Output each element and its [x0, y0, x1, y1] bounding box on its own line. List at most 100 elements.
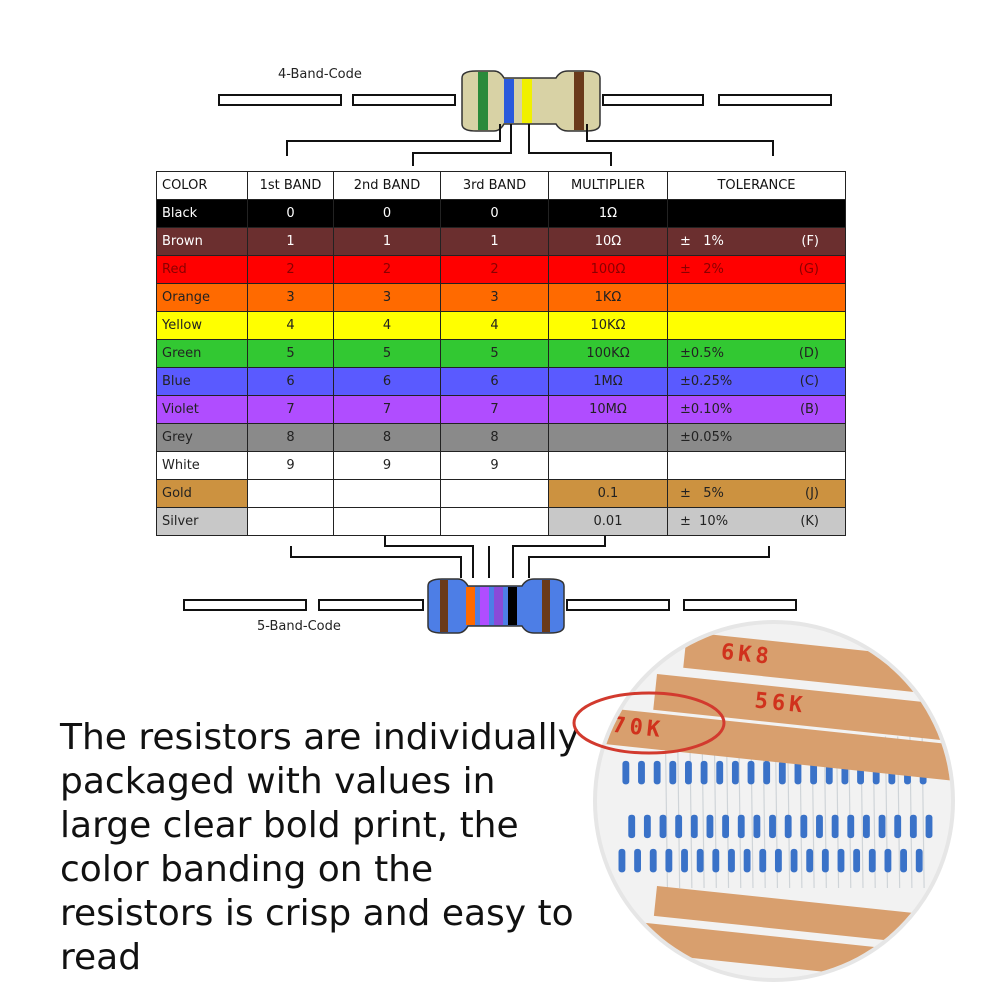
- bracket-2-vr: [510, 124, 512, 154]
- header-2nd-band: 2nd BAND: [333, 171, 441, 200]
- cell-2nd-band: 0: [333, 199, 441, 228]
- tolerance-code: (J): [805, 486, 819, 501]
- cell-1st-band: [247, 507, 334, 536]
- band-yellow: [522, 79, 532, 123]
- cell-multiplier: 0.1: [548, 479, 668, 508]
- bracket-9-vr: [768, 546, 770, 558]
- cell-2nd-band: 8: [333, 423, 441, 452]
- resistor-body: [659, 814, 667, 839]
- resistor-body: [847, 814, 855, 839]
- resistor-body: [778, 760, 786, 785]
- cell-2nd-band: 7: [333, 395, 441, 424]
- cell-1st-band: 8: [247, 423, 334, 452]
- cell-1st-band: 6: [247, 367, 334, 396]
- cell-multiplier: 1MΩ: [548, 367, 668, 396]
- cell-3rd-band: 3: [440, 283, 549, 312]
- lead-box-left-3: [183, 599, 307, 611]
- four-band-resistor: [461, 70, 601, 132]
- cell-color-name: Violet: [156, 395, 248, 424]
- tolerance-code: (G): [798, 262, 819, 277]
- tolerance-code: (F): [801, 234, 819, 249]
- tolerance-code: (B): [799, 402, 819, 417]
- cell-2nd-band: 4: [333, 311, 441, 340]
- cell-multiplier: 10MΩ: [548, 395, 668, 424]
- cell-tolerance: ±0.25%(C): [667, 367, 846, 396]
- resistor-lead: [738, 736, 742, 889]
- resistor-body: [878, 814, 886, 839]
- resistor-body: [643, 814, 651, 839]
- tape-label-56k: 56K: [753, 688, 808, 719]
- cell-color-name: Green: [156, 339, 248, 368]
- bracket-5-vr: [460, 556, 462, 578]
- tolerance-code: (C): [799, 374, 819, 389]
- resistor-body: [759, 848, 767, 873]
- table-header-row: COLOR 1st BAND 2nd BAND 3rd BAND MULTIPL…: [156, 171, 846, 200]
- cell-3rd-band: 1: [440, 227, 549, 256]
- cell-3rd-band: [440, 479, 549, 508]
- cell-3rd-band: 2: [440, 255, 549, 284]
- resistor-body: [909, 814, 917, 839]
- cell-multiplier: 0.01: [548, 507, 668, 536]
- cell-1st-band: 2: [247, 255, 334, 284]
- resistor-body: [731, 760, 739, 785]
- bracket-1-vr: [499, 124, 501, 142]
- bracket-3-vr: [610, 152, 612, 166]
- resistor-body: [712, 848, 720, 873]
- bracket-4-vr: [772, 140, 774, 156]
- resistor-body: [747, 760, 755, 785]
- cell-3rd-band: 4: [440, 311, 549, 340]
- resistor-body: [638, 760, 645, 785]
- resistor-body: [925, 814, 933, 839]
- resistor-body: [696, 848, 704, 873]
- header-tolerance: TOLERANCE: [667, 171, 846, 200]
- cell-1st-band: 0: [247, 199, 334, 228]
- cell-color-name: Orange: [156, 283, 248, 312]
- cell-1st-band: 9: [247, 451, 334, 480]
- bracket-1-vl: [286, 140, 288, 156]
- resistor-body: [728, 848, 735, 873]
- five-band-resistor: [427, 578, 565, 634]
- resistor-body: [790, 848, 798, 873]
- tolerance-value: ± 2%: [680, 262, 724, 277]
- header-color: COLOR: [156, 171, 248, 200]
- resistor-body: [821, 848, 829, 873]
- cell-tolerance: ±0.5%(D): [667, 339, 846, 368]
- cell-3rd-band: 9: [440, 451, 549, 480]
- tolerance-value: ±0.05%: [680, 430, 733, 445]
- resistor-body: [700, 760, 708, 785]
- bracket-8-h: [512, 545, 606, 547]
- bracket-7-v: [488, 546, 490, 578]
- band-brown-1: [440, 580, 448, 632]
- cell-2nd-band: 1: [333, 227, 441, 256]
- resistor-body: [800, 814, 808, 839]
- resistor-body: [716, 760, 724, 785]
- cell-color-name: Brown: [156, 227, 248, 256]
- cell-2nd-band: 9: [333, 451, 441, 480]
- resistor-lead: [677, 736, 681, 889]
- cell-multiplier: 1KΩ: [548, 283, 668, 312]
- cell-tolerance: ± 5%(J): [667, 479, 846, 508]
- cell-color-name: Blue: [156, 367, 248, 396]
- band-blue: [504, 79, 514, 123]
- bracket-9-h: [528, 556, 770, 558]
- resistor-body: [831, 814, 839, 839]
- lead-box-right-4: [683, 599, 797, 611]
- lead-box-left-4: [318, 599, 424, 611]
- five-band-label: 5-Band-Code: [257, 619, 341, 634]
- band-violet-2: [494, 587, 503, 625]
- band-green: [478, 72, 488, 130]
- resistor-body: [774, 848, 782, 873]
- cell-color-name: Yellow: [156, 311, 248, 340]
- resistor-body: [675, 814, 683, 839]
- cell-3rd-band: 6: [440, 367, 549, 396]
- header-3rd-band: 3rd BAND: [440, 171, 549, 200]
- cell-multiplier: 10KΩ: [548, 311, 668, 340]
- cell-3rd-band: 8: [440, 423, 549, 452]
